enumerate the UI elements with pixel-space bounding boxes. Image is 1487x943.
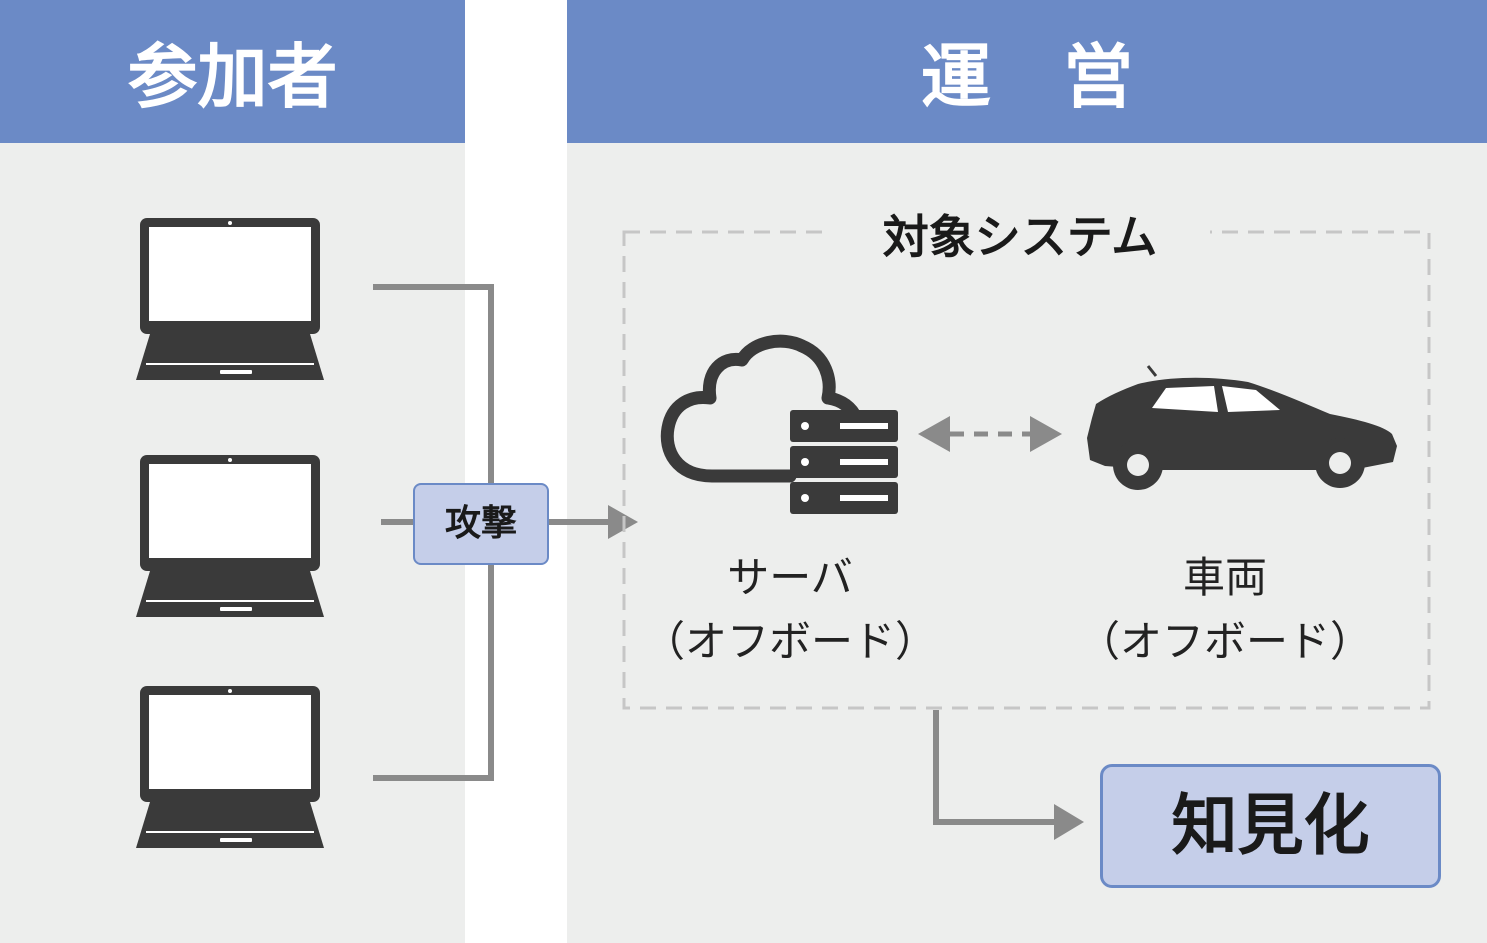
vehicle-caption: 車両 （オフボード） [1075, 546, 1375, 674]
server-caption-line2: （オフボード） [642, 617, 937, 666]
participants-header: 参加者 [0, 0, 465, 143]
operations-header: 運 営 [567, 0, 1487, 143]
laptop-icon [135, 217, 325, 381]
laptop-icon [135, 685, 325, 849]
insight-label: 知見化 [1100, 764, 1441, 888]
car-icon [1087, 365, 1397, 490]
vehicle-caption-line2: （オフボード） [1077, 617, 1372, 666]
insight-connector [933, 710, 1056, 825]
laptop-icon [135, 454, 325, 618]
target-system-title: 対象システム [830, 205, 1210, 269]
attack-label: 攻撃 [413, 483, 549, 565]
server-caption: サーバ （オフボード） [640, 546, 940, 674]
server-caption-line1: サーバ [727, 553, 853, 602]
cloud-server-icon [660, 334, 898, 514]
insight-arrowhead [1054, 804, 1084, 840]
vehicle-caption-line1: 車両 [1182, 553, 1267, 602]
bidirectional-arrow [918, 416, 1062, 452]
